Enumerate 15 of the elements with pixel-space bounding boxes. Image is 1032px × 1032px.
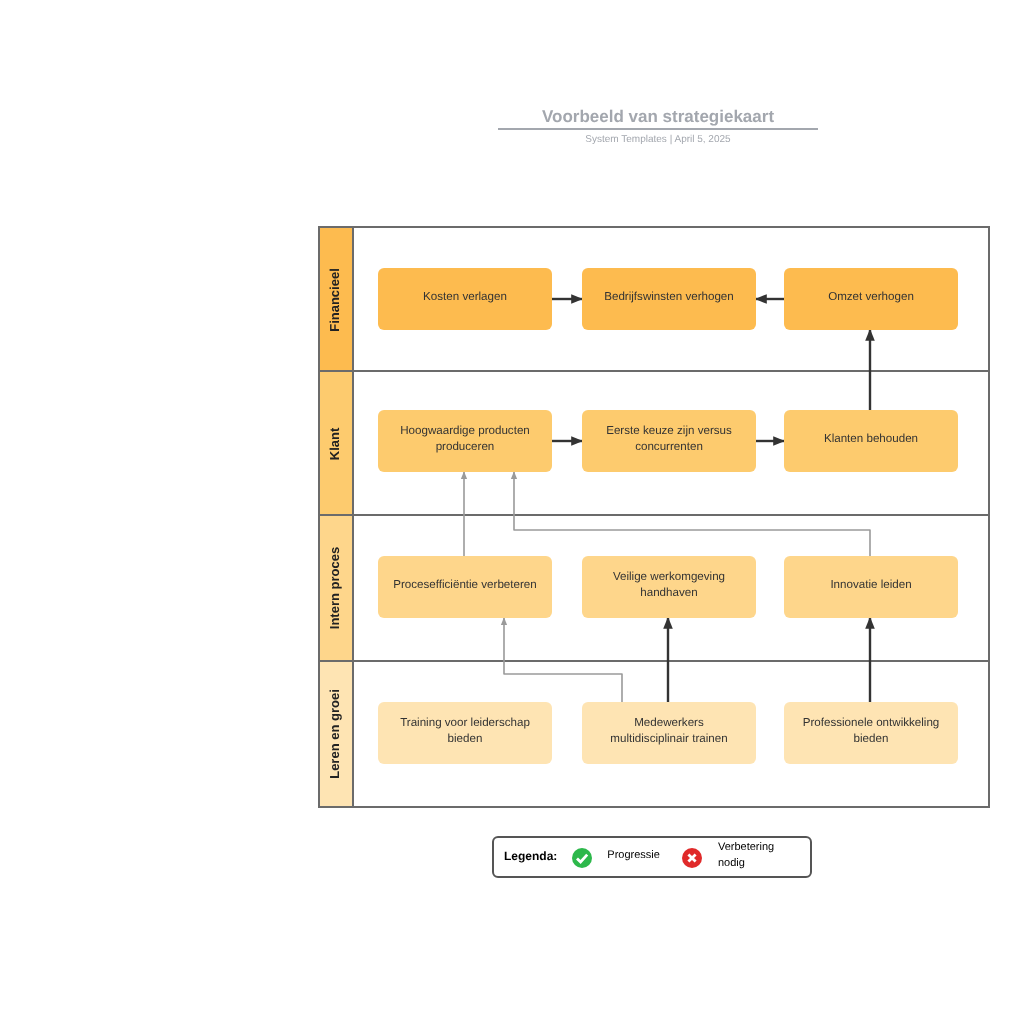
arrow (865, 328, 875, 410)
arrow (865, 616, 875, 702)
swimlane (318, 514, 990, 662)
arrow (552, 436, 584, 446)
title: Voorbeeld van strategiekaart (539, 106, 777, 126)
arrow (552, 294, 584, 304)
arrow (500, 617, 623, 703)
arrow (460, 471, 468, 557)
swimlane (318, 226, 990, 372)
swimlane (318, 370, 990, 516)
swimlane (318, 660, 990, 808)
arrow (510, 471, 871, 557)
arrow (663, 616, 673, 702)
arrow (756, 436, 786, 446)
arrow (754, 294, 784, 304)
